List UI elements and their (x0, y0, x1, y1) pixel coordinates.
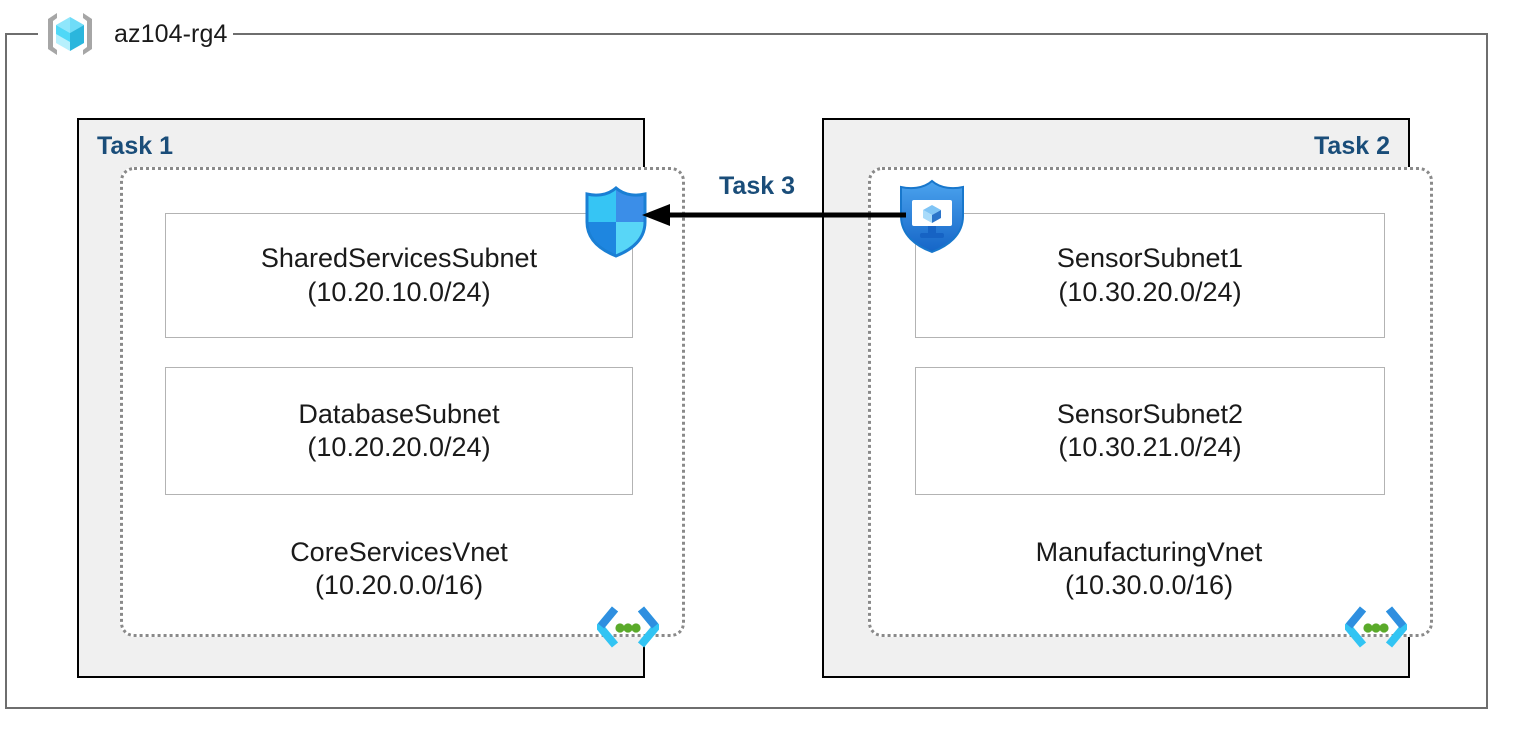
vnet-brackets-icon (594, 603, 662, 651)
vnet-name: CoreServicesVnet (290, 537, 508, 567)
subnet-cidr: (10.30.20.0/24) (1058, 276, 1242, 307)
subnet-box-sensorsubnet2: SensorSubnet2 (10.30.21.0/24) (915, 367, 1385, 495)
task-1-label: Task 1 (97, 132, 173, 160)
vnet-brackets-icon (1342, 603, 1410, 651)
task-2-label: Task 2 (1314, 132, 1390, 160)
resource-group-name: az104-rg4 (108, 19, 234, 49)
subnet-name: SensorSubnet2 (1056, 398, 1244, 429)
azure-firewall-icon (583, 185, 649, 258)
subnet-name: SensorSubnet1 (1056, 243, 1244, 274)
subnet-cidr: (10.20.10.0/24) (307, 276, 491, 307)
resource-group-cube-icon (44, 9, 96, 59)
resource-group-frame (5, 33, 1488, 709)
vnet-cidr: (10.20.0.0/16) (314, 570, 484, 601)
subnet-name: SharedServicesSubnet (260, 243, 538, 274)
resource-group-header: az104-rg4 (44, 6, 234, 62)
task3-connection-arrow (640, 198, 906, 232)
vnet-caption-manufacturing: ManufacturingVnet (10.30.0.0/16) (915, 537, 1383, 601)
subnet-cidr: (10.20.20.0/24) (307, 432, 491, 462)
vnet-cidr: (10.30.0.0/16) (1064, 570, 1234, 601)
azure-bastion-icon (895, 178, 969, 254)
vnet-caption-coreservices: CoreServicesVnet (10.20.0.0/16) (165, 537, 633, 601)
subnet-box-sharedservices: SharedServicesSubnet (10.20.10.0/24) (165, 213, 633, 338)
subnet-box-database: DatabaseSubnet (10.20.20.0/24) (165, 367, 633, 495)
task-3-label: Task 3 (719, 172, 795, 200)
subnet-box-sensorsubnet1: SensorSubnet1 (10.30.20.0/24) (915, 213, 1385, 338)
vnet-name: ManufacturingVnet (1035, 537, 1263, 567)
subnet-cidr: (10.30.21.0/24) (1058, 432, 1242, 462)
subnet-name: DatabaseSubnet (298, 398, 500, 429)
